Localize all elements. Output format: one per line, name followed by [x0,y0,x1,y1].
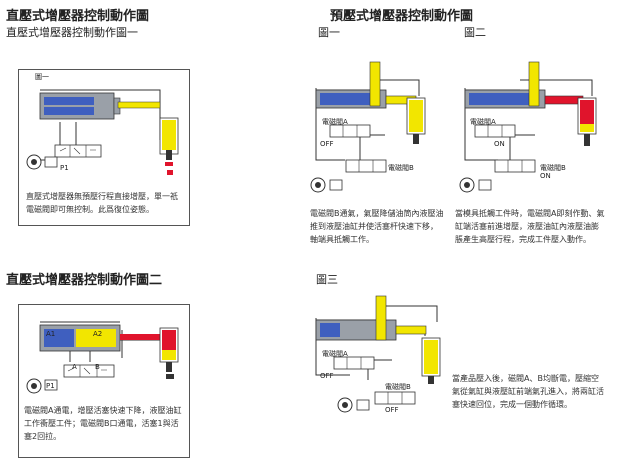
valve-b-label-2: 電磁閥B [540,164,566,172]
pump-icon [310,177,343,193]
heading-direct-fig2: 直壓式增壓器控制動作圖二 [6,273,163,288]
off-label-2: OFF [320,372,334,380]
a-label: A [72,363,77,371]
valve-a-label-3: 電磁閥A [322,350,348,358]
valve-a-label-2: 電磁閥A [470,118,496,126]
p1b-label: P1 [46,382,55,390]
valve-icon [374,391,416,405]
pump-icon [26,378,58,394]
off-label-1: OFF [320,140,334,148]
cylinder-icon [39,324,160,352]
a2-label: A2 [93,330,103,338]
cylinder-icon [421,337,441,384]
cylinder-icon [315,295,427,341]
pump-icon [459,177,492,193]
valve-icon [494,159,536,173]
cylinder-icon [577,97,597,146]
cylinder-icon [464,61,584,109]
valve-b-label-1: 電磁閥B [388,164,414,172]
valve-icon [474,124,516,138]
caption-preload-1: 電磁閥B通氣，氣壓降儲油筒內液壓油推到液壓油缸并使活塞杆快速下移，軸端具抵觸工作… [310,209,444,244]
valve-icon [63,364,115,378]
diagram-direct-1 [18,69,190,226]
caption-preload-2: 當模具抵觸工件時，電磁閥A即刻作動、氣缸端活塞前進增壓，液壓油缸內液壓油膨脹產生… [455,209,605,244]
heading-preload: 預壓式增壓器控制動作圖 [330,9,474,24]
b-label: B [95,363,100,371]
a1-label: A1 [46,330,56,338]
valve-a-label-1: 電磁閥A [322,118,348,126]
fig3-label: 圖三 [316,273,338,286]
cylinder-icon [406,97,426,144]
off-label-3: OFF [385,406,399,414]
cylinder-icon [39,92,161,120]
pump-icon [26,154,58,170]
valve-icon [345,159,387,173]
fig1-label: 圖一 [318,26,340,39]
heading-direct: 直壓式增壓器控制動作圖 [6,9,150,24]
heading-direct-fig1: 直壓式增壓器控制動作圖一 [6,26,138,39]
cylinder-icon [159,117,179,175]
cylinder-icon [159,327,179,379]
fig2-label: 圖二 [464,26,486,39]
caption-direct-2: 電磁閥A通電，增壓活塞快速下降，液壓油缸工作衝壓工件；電磁閥B口通電，活塞1與活… [24,406,182,441]
on-label-2: ON [540,172,551,180]
valve-icon [333,356,375,370]
p1-label: P1 [60,164,69,172]
caption-direct-1: 直壓式增壓器無預壓行程直接增壓，單一祇電磁閥即可無控制。此爲復位姿態。 [26,192,178,214]
valve-icon [54,144,102,158]
valve-icon [329,124,371,138]
inner-fig-label: 圖一 [35,73,49,81]
pump-icon [337,397,370,413]
valve-b-label-3: 電磁閥B [385,383,411,391]
cylinder-icon [315,61,417,109]
diagram-direct-2 [18,304,190,458]
on-label-1: ON [494,140,505,148]
caption-preload-3: 當產品壓入後，磁閥A、B均斷電，壓縮空氣從氣缸與液壓缸前端氣孔進入，將兩缸活塞快… [452,374,604,409]
